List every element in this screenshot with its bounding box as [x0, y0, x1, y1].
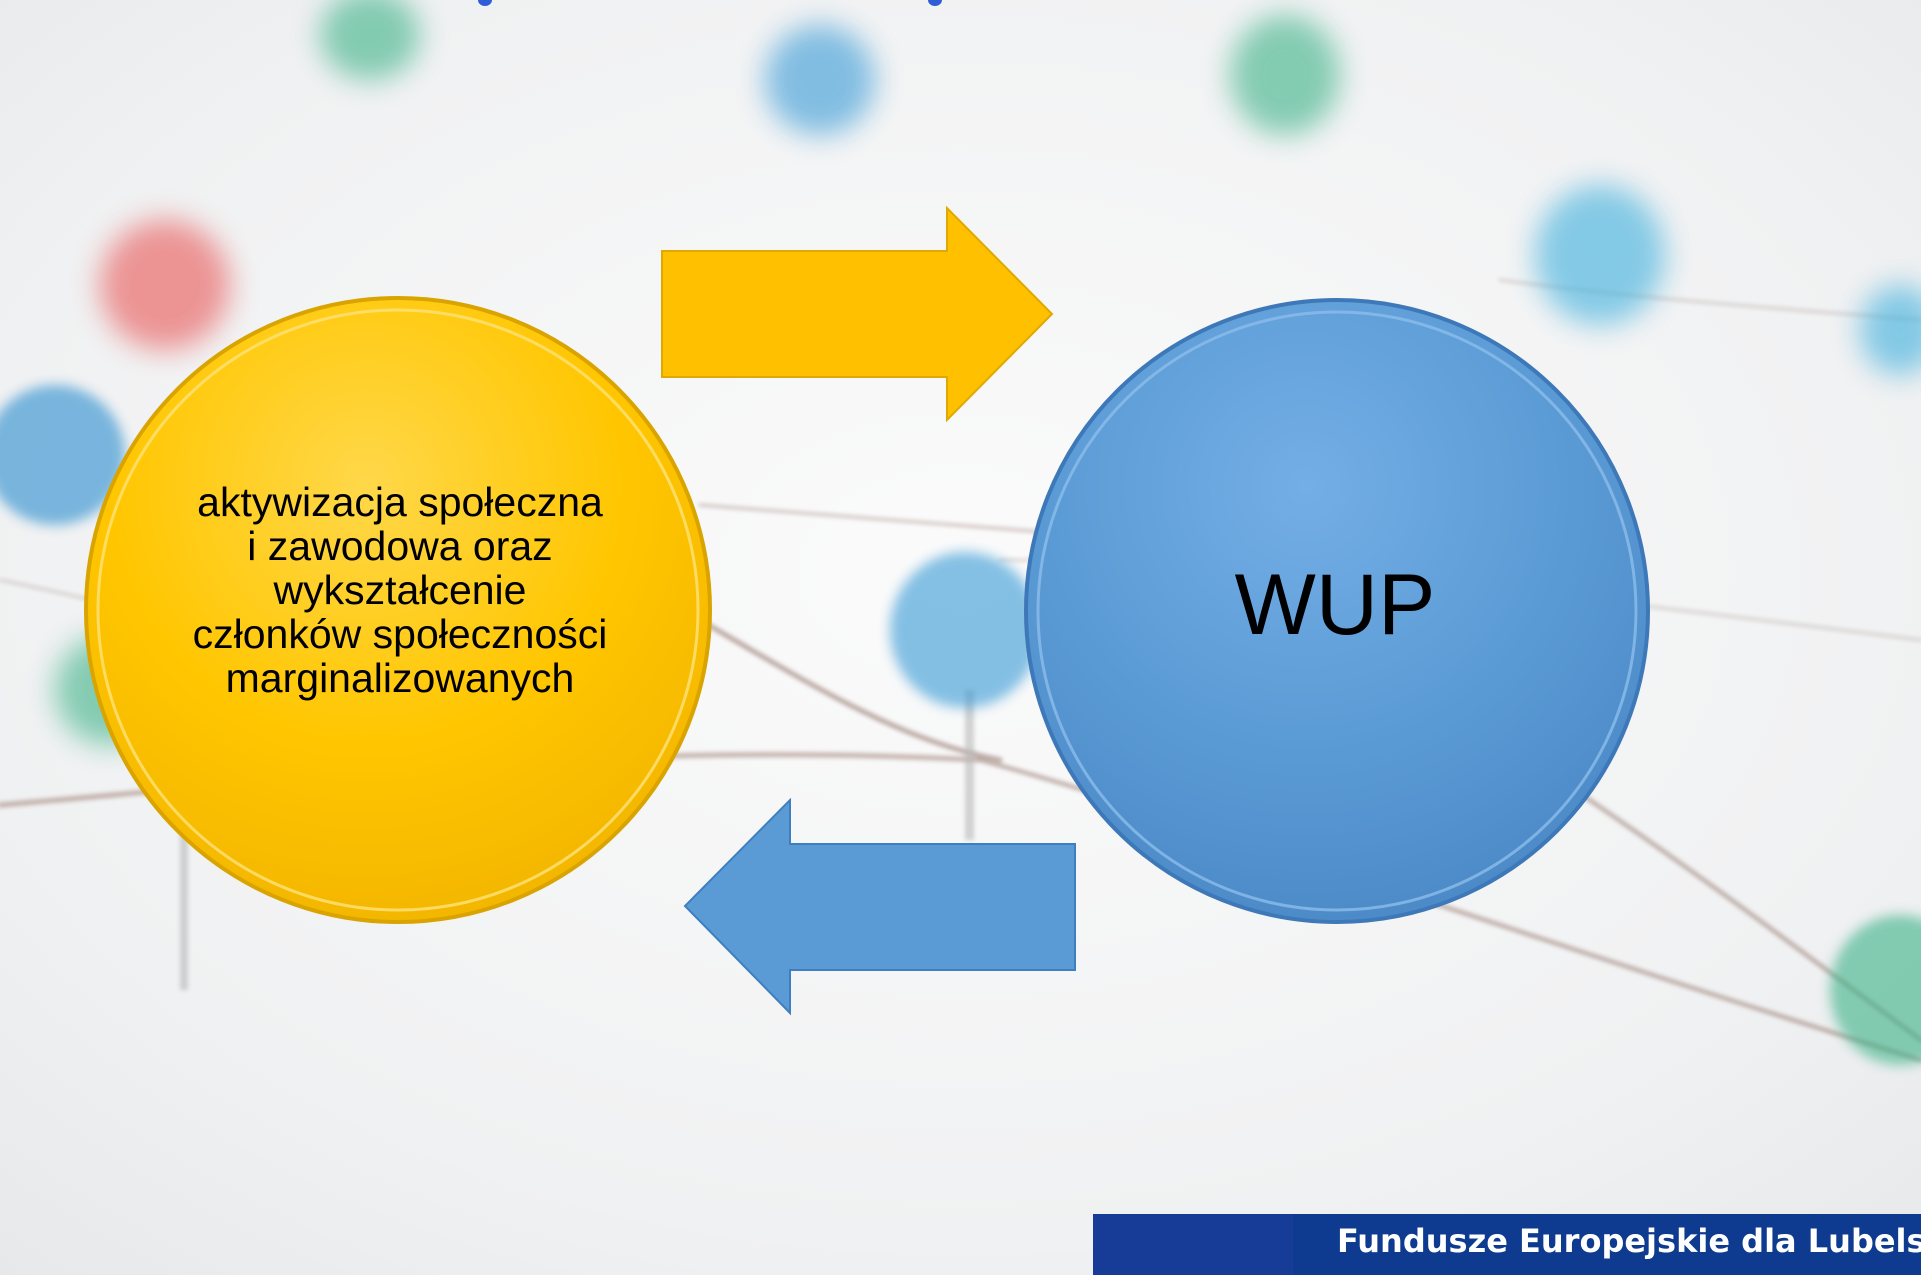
footer-logo-area	[1093, 1214, 1293, 1275]
arrow-left	[683, 797, 1076, 1016]
right-circle	[1024, 298, 1650, 924]
left-circle-label: aktywizacja społeczna i zawodowa oraz wy…	[192, 479, 608, 701]
top-title-fragment	[0, 0, 1921, 6]
footer-banner: Fundusze Europejskie dla Lubelsk	[1093, 1214, 1921, 1275]
arrow-right	[661, 205, 1054, 423]
right-circle-label: WUP	[1234, 557, 1436, 653]
left-circle	[84, 296, 712, 924]
footer-text: Fundusze Europejskie dla Lubelsk	[1337, 1222, 1921, 1260]
